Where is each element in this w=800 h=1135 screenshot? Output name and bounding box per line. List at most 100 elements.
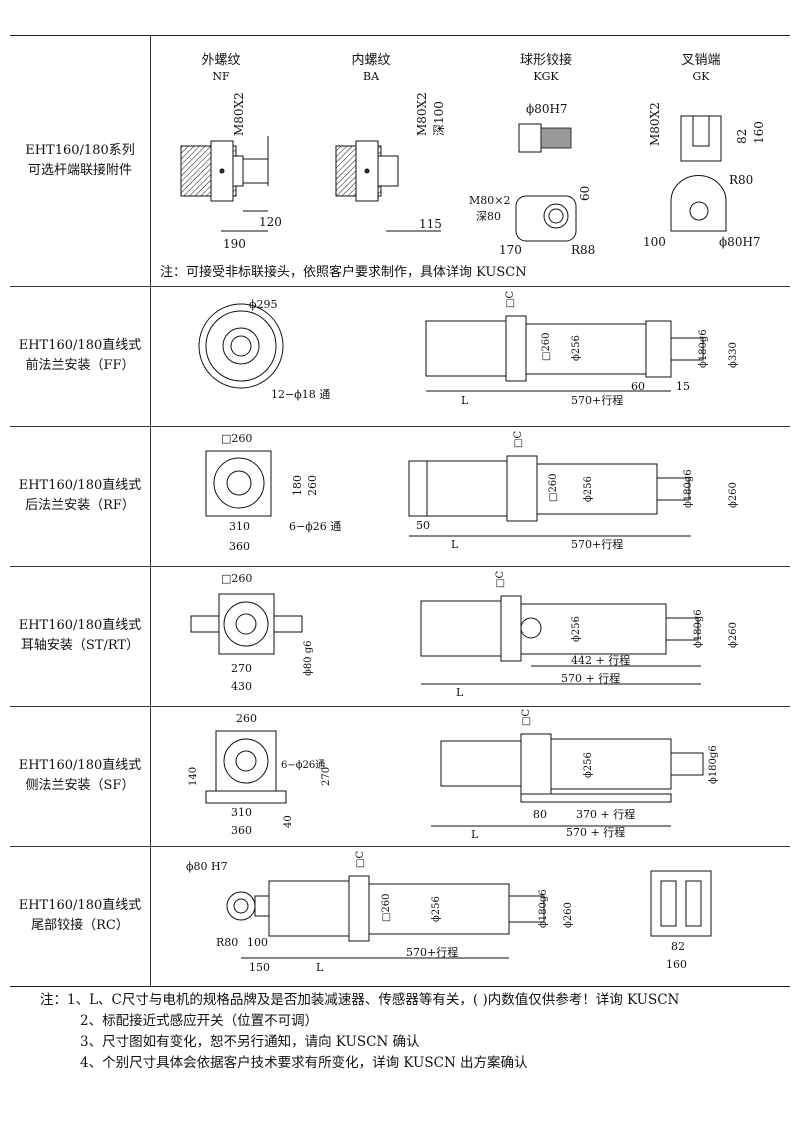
rc-c: □C — [355, 851, 366, 868]
rf-w2: 360 — [229, 540, 250, 553]
label-line-1: EHT160/180直线式 — [18, 758, 142, 773]
ff-rod — [670, 337, 704, 361]
label-line-2: 侧法兰安装（SF） — [25, 778, 135, 793]
rc-side-view: ϕ80 H7 □C □260 ϕ256 ϕ180g6 ϕ260 R80 100 — [186, 851, 574, 974]
st-sq: □260 — [221, 572, 252, 585]
nf-d2: 190 — [223, 237, 246, 251]
row-label: EHT160/180直线式 尾部铰接（RC） — [10, 846, 151, 986]
ff-stroke: 570+行程 — [571, 394, 623, 407]
rf-c: □C — [513, 431, 524, 448]
row-label: EHT160/180直线式 前法兰安装（FF） — [10, 286, 151, 426]
rf-rod: ϕ180g6 — [683, 469, 694, 508]
row-rc: EHT160/180直线式 尾部铰接（RC） ϕ80 H7 □C □260 ϕ2… — [10, 846, 790, 986]
rc-stroke: 570+行程 — [406, 946, 458, 959]
rf-a: 50 — [416, 519, 430, 532]
label-line-2: 前法兰安装（FF） — [25, 358, 135, 373]
sf-t: 40 — [283, 815, 294, 828]
rf-holes: 6−ϕ26 通 — [289, 520, 341, 533]
footer-note-1: 注：1、L、C尺寸与电机的规格品牌及是否加装减速器、传感器等有关，( )内数值仅… — [40, 992, 680, 1008]
st-pin: ϕ80 g6 — [303, 641, 314, 676]
ff-side-view: □C □260 ϕ256 ϕ180g6 ϕ330 L 570+行程 60 15 — [425, 291, 739, 407]
sf-holes: 6−ϕ26通 — [281, 759, 325, 771]
sf-h2: 270 — [321, 767, 332, 786]
sf-s1: 370 + 行程 — [576, 808, 635, 821]
ff-c: □C — [505, 291, 516, 308]
rc-bore: ϕ80 H7 — [186, 860, 228, 873]
row-label: EHT160/180直线式 后法兰安装（RF） — [10, 426, 151, 566]
nf-title: 外螺纹 — [201, 53, 240, 68]
row-st: EHT160/180直线式 耳轴安装（ST/RT） □260 270 430 ϕ… — [10, 566, 790, 707]
label-line-2: 可选杆端联接附件 — [27, 163, 132, 178]
row-label: EHT160/180系列 可选杆端联接附件 — [10, 36, 151, 286]
ba-drawing: 内螺纹 BA M80X2 深100 115 — [335, 52, 446, 232]
st-front-view: □260 270 430 ϕ80 g6 — [190, 572, 314, 693]
ff-d256: ϕ256 — [571, 335, 582, 361]
label-line-1: EHT160/180直线式 — [18, 898, 142, 913]
kgk-r: R88 — [571, 243, 595, 257]
st-L: L — [456, 686, 464, 699]
accessories-drawing: 外螺纹 NF M80X2 120 190 内螺纹 — [151, 36, 790, 286]
rc-drawing: ϕ80 H7 □C □260 ϕ256 ϕ180g6 ϕ260 R80 100 — [151, 846, 790, 986]
sf-w2: 360 — [231, 824, 252, 837]
ff-front-view: ϕ295 12−ϕ18 通 — [198, 298, 330, 401]
kgk-thread: M80×2 — [469, 194, 510, 207]
sf-front-view: 260 6−ϕ26通 140 270 310 360 40 — [188, 712, 332, 837]
kgk-d1: 170 — [499, 243, 522, 257]
ba-d1: 115 — [419, 217, 442, 231]
ba-thread-label: M80X2 — [415, 92, 429, 136]
sf-stroke: 570 + 行程 — [566, 826, 625, 839]
rf-stroke: 570+行程 — [571, 538, 623, 551]
nf-drawing: 外螺纹 NF M80X2 120 190 — [180, 53, 282, 251]
st-rod: ϕ180g6 — [693, 609, 704, 648]
sf-L: L — [471, 828, 479, 841]
label-line-2: 尾部铰接（RC） — [31, 918, 129, 933]
rf-sq: □260 — [221, 432, 252, 445]
gk-r: R80 — [729, 173, 753, 187]
st-drawing: □260 270 430 ϕ80 g6 □C — [151, 566, 790, 706]
rf-d256: ϕ256 — [583, 476, 594, 502]
row-sf: EHT160/180直线式 侧法兰安装（SF） 260 6−ϕ26通 140 2… — [10, 706, 790, 847]
st-od: ϕ260 — [728, 622, 739, 648]
label-line-1: EHT160/180直线式 — [18, 478, 142, 493]
sf-w: 260 — [236, 712, 257, 725]
gk-d1: 100 — [643, 235, 666, 249]
rf-drawing: □260 180 260 310 360 6−ϕ26 通 □C — [151, 426, 790, 566]
rc-od: ϕ260 — [563, 902, 574, 928]
sf-w1: 310 — [231, 806, 252, 819]
gk-w1: 82 — [735, 129, 749, 144]
rc-w2: 160 — [666, 958, 687, 971]
st-side-view: □C ϕ256 ϕ180g6 ϕ260 442 + 行程 L 570 + 行程 — [420, 571, 739, 699]
ff-b: 15 — [676, 380, 690, 393]
spec-sheet: EHT160/180系列 可选杆端联接附件 外螺纹 NF M80X2 120 — [10, 35, 790, 987]
rf-h2: 260 — [306, 475, 319, 496]
ff-L: L — [461, 394, 469, 407]
kgk-bore: ϕ80H7 — [526, 102, 568, 116]
ff-d260: □260 — [541, 332, 552, 361]
rf-L: L — [451, 538, 459, 551]
gk-w2: 160 — [752, 121, 766, 144]
st-s1: 442 + 行程 — [571, 654, 630, 667]
footer-notes: 注：1、L、C尺寸与电机的规格品牌及是否加装减速器、传感器等有关，( )内数值仅… — [40, 990, 790, 1074]
row-rf: EHT160/180直线式 后法兰安装（RF） □260 180 260 310… — [10, 426, 790, 567]
rc-rod: ϕ180g6 — [538, 889, 549, 928]
accessories-note: 注：可接受非标联接头，依照客户要求制作，具体详询 KUSCN — [160, 265, 527, 280]
nf-d1: 120 — [259, 215, 282, 229]
footer-note-4: 4、个别尺寸具体会依据客户技术要求有所变化，详询 KUSCN 出方案确认 — [80, 1055, 528, 1071]
sf-h1: 140 — [188, 767, 199, 786]
gk-title: 叉销端 — [681, 53, 720, 68]
nf-thread-label: M80X2 — [232, 92, 246, 136]
rf-d260: □260 — [548, 473, 559, 502]
ff-motor — [425, 320, 507, 377]
sf-drawing: 260 6−ϕ26通 140 270 310 360 40 — [151, 706, 790, 846]
kgk-h: 60 — [578, 186, 592, 201]
rf-side-view: □C □260 ϕ256 ϕ180g6 ϕ260 50 L 570+行程 — [408, 431, 739, 551]
sf-side-view: □C ϕ256 ϕ180g6 80 370 + 行程 L 570 + 行程 — [431, 709, 719, 841]
kgk-code: KGK — [533, 70, 559, 83]
ff-flange-plate — [645, 320, 672, 378]
kgk-drawing: 球形铰接 KGK ϕ80H7 M80×2 深80 60 170 R88 — [469, 52, 595, 257]
st-stroke: 570 + 行程 — [561, 672, 620, 685]
st-w1: 270 — [231, 662, 252, 675]
st-d256: ϕ256 — [571, 616, 582, 642]
label-line-2: 后法兰安装（RF） — [25, 498, 135, 513]
ff-a: 60 — [631, 380, 645, 393]
